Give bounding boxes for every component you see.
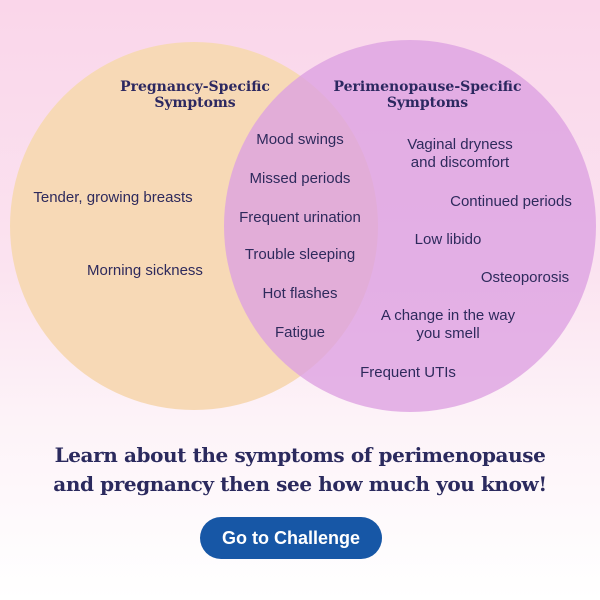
perimenopause-item: Low libido <box>414 231 482 248</box>
cta-message-line2: and pregnancy then see how much you know… <box>53 472 547 496</box>
perimenopause-item-line: Vaginal dryness <box>407 136 513 153</box>
perimenopause-item: Osteoporosis <box>480 269 570 286</box>
perimenopause-item: Continued periods <box>450 193 572 210</box>
perimenopause-item-line: and discomfort <box>410 154 510 171</box>
perimenopause-item-line: A change in the way <box>380 307 516 324</box>
perimenopause-item: A change in the way you smell <box>368 307 528 343</box>
go-to-challenge-button[interactable]: Go to Challenge <box>200 517 382 559</box>
perimenopause-heading-line2: Symptoms <box>386 95 469 111</box>
shared-item: Trouble sleeping <box>244 246 356 263</box>
perimenopause-item: Frequent UTIs <box>360 364 456 381</box>
pregnancy-item: Morning sickness <box>87 262 203 279</box>
perimenopause-circle <box>224 40 596 412</box>
cta-message-line1: Learn about the symptoms of perimenopaus… <box>54 443 546 467</box>
perimenopause-heading: Perimenopause-Specific Symptoms <box>325 79 530 111</box>
pregnancy-heading-line2: Symptoms <box>154 95 236 111</box>
venn-diagram: Pregnancy-Specific Symptoms Perimenopaus… <box>10 40 596 412</box>
shared-item: Frequent urination <box>239 209 361 226</box>
shared-item: Fatigue <box>274 324 326 341</box>
pregnancy-heading: Pregnancy-Specific Symptoms <box>95 79 295 111</box>
cta-message: Learn about the symptoms of perimenopaus… <box>0 441 600 499</box>
shared-item: Missed periods <box>249 170 351 187</box>
shared-item: Hot flashes <box>262 285 338 302</box>
shared-item: Mood swings <box>256 131 344 148</box>
perimenopause-item: Vaginal dryness and discomfort <box>385 136 535 172</box>
perimenopause-heading-line1: Perimenopause-Specific <box>333 79 522 95</box>
pregnancy-heading-line1: Pregnancy-Specific <box>120 79 270 95</box>
pregnancy-item: Tender, growing breasts <box>33 189 193 206</box>
perimenopause-item-line: you smell <box>416 325 480 342</box>
